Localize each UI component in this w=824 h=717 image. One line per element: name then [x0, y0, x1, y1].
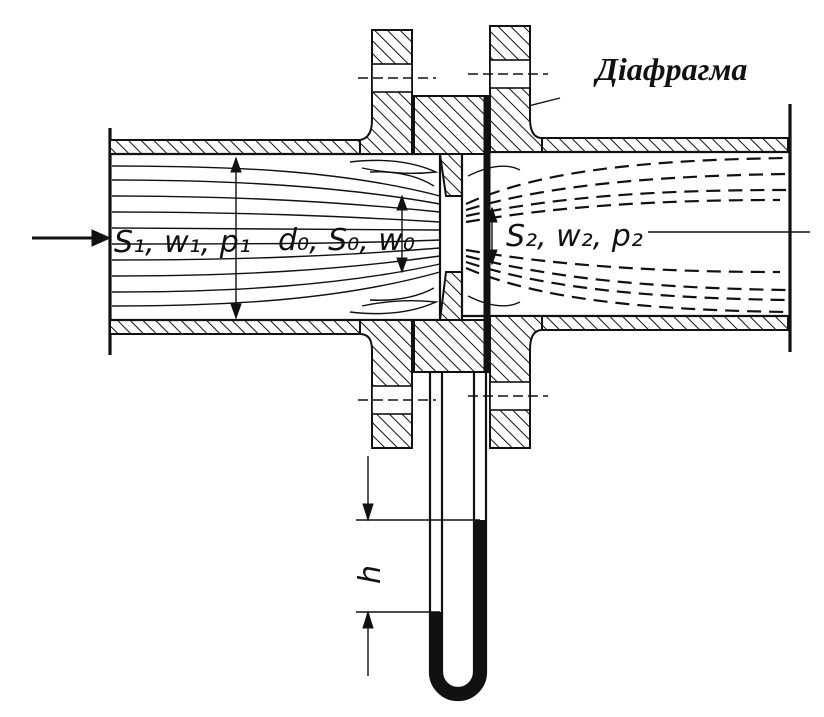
head-label: h	[353, 565, 388, 584]
head-height-dimension	[356, 456, 480, 676]
pipe-diameter-dimension	[230, 156, 242, 320]
outlet-label: S₂, w₂, p₂	[506, 219, 643, 254]
orifice-diameter-dimension	[396, 194, 408, 274]
orifice-plate	[413, 95, 491, 373]
orifice-label: d₀, S₀, w₀	[278, 223, 415, 258]
downstream-streamlines	[465, 156, 787, 314]
jet-diameter-dimension	[486, 206, 498, 266]
left-flange	[358, 29, 436, 449]
diaphragm-title: Діафрагма	[593, 51, 747, 87]
inlet-label: S₁, w₁, p₁	[114, 225, 251, 260]
flow-direction-arrow	[32, 229, 112, 247]
u-tube-manometer	[428, 372, 488, 702]
outlet-pipe	[462, 104, 792, 352]
right-flange	[468, 25, 548, 449]
